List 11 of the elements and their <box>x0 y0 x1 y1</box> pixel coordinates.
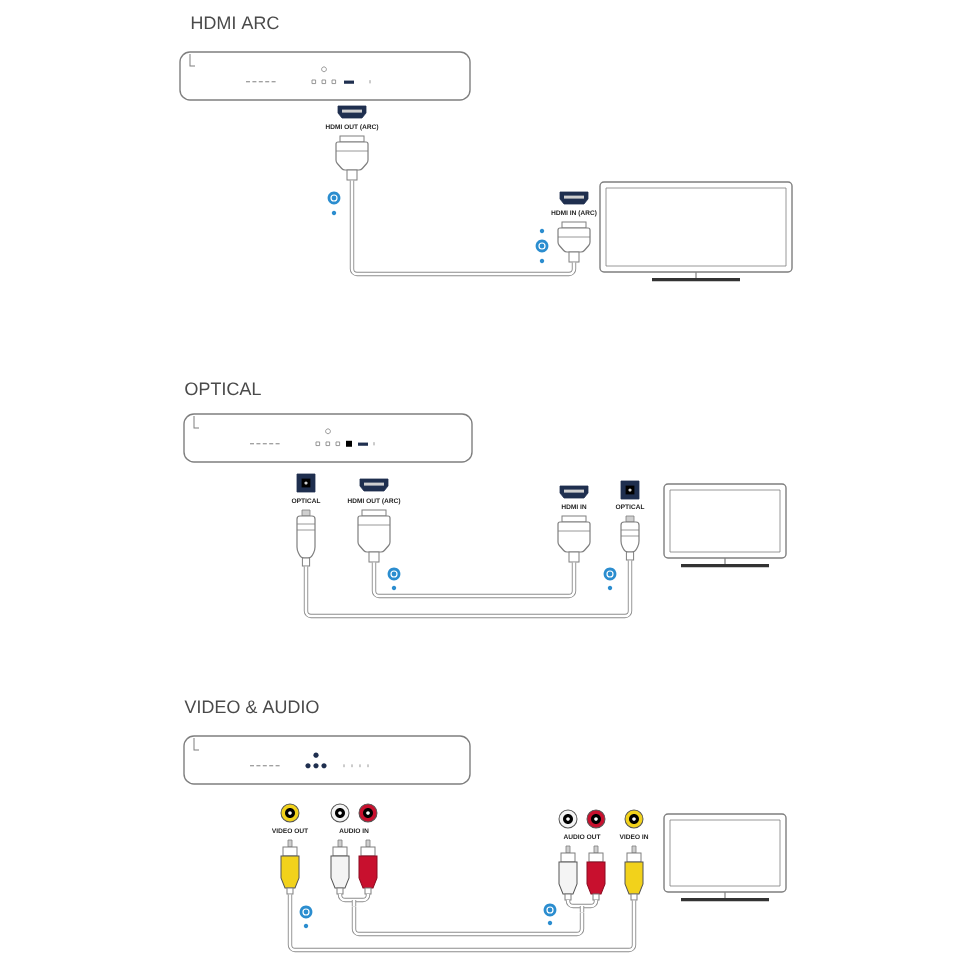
cable <box>287 894 637 953</box>
cable <box>371 562 577 599</box>
television <box>599 181 793 282</box>
television <box>663 813 787 902</box>
cable <box>349 180 577 277</box>
soundbar <box>183 735 471 785</box>
cable <box>351 906 585 937</box>
television <box>663 483 787 568</box>
soundbar <box>183 413 473 463</box>
cable <box>303 560 633 619</box>
soundbar <box>179 51 471 101</box>
